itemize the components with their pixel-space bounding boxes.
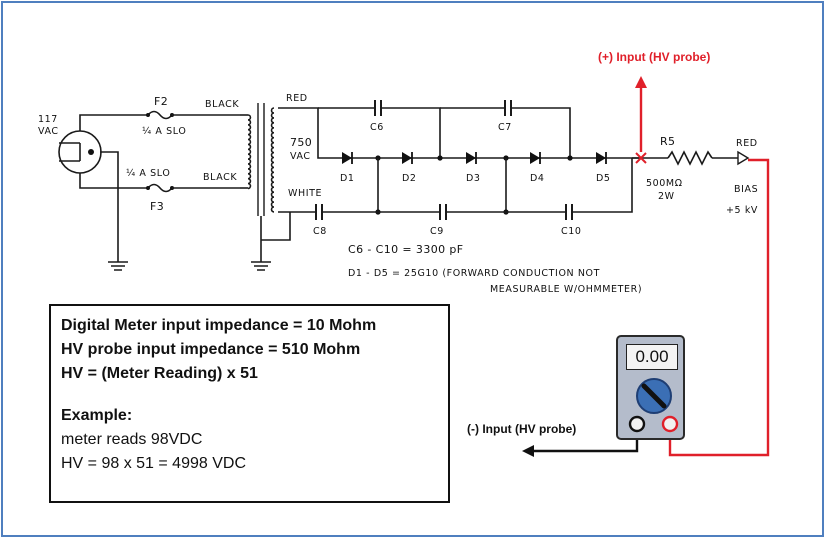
capacitor-c10 — [565, 204, 573, 220]
diode-d1 — [342, 152, 353, 164]
fuse-f2-name: F2 — [154, 95, 168, 108]
bias-output-terminal — [737, 150, 750, 166]
bias-label: BIAS — [734, 184, 758, 195]
fuse-f3-rating: ¼ A SLO — [126, 168, 170, 179]
source-label-vac: VAC — [38, 126, 59, 137]
output-wire-label: RED — [736, 138, 758, 149]
diode-d5-label: D5 — [596, 173, 611, 184]
capacitor-c8 — [315, 204, 323, 220]
fuse-f2 — [146, 110, 174, 120]
ac-plug-symbol — [58, 130, 102, 174]
diode-d2-label: D2 — [402, 173, 417, 184]
resistor-r5 — [667, 150, 713, 166]
secondary-bottom-wire-label: WHITE — [288, 188, 322, 199]
fuse-f2-rating: ¼ A SLO — [142, 126, 186, 137]
resistor-r5-value: 500MΩ — [646, 178, 683, 189]
capacitor-c7 — [504, 100, 512, 116]
ground-symbol-right — [251, 261, 271, 271]
ground-symbol-left — [108, 261, 128, 271]
capacitor-c9 — [439, 204, 447, 220]
resistor-r5-name: R5 — [660, 135, 675, 148]
meter-display: 0.00 — [626, 344, 678, 370]
primary-top-wire-label: BLACK — [205, 99, 239, 110]
meter-dial-pointer — [641, 383, 667, 409]
info-hv-formula: HV = (Meter Reading) x 51 — [61, 365, 258, 382]
secondary-voltage-vac: VAC — [290, 151, 311, 162]
transformer-symbol — [247, 103, 275, 216]
probe-tap-point — [635, 152, 647, 164]
meter-com-jack[interactable] — [628, 415, 646, 433]
diode-d2 — [402, 152, 413, 164]
info-example-result: HV = 98 x 51 = 4998 VDC — [61, 455, 246, 472]
probe-plus-label: (+) Input (HV probe) — [598, 50, 710, 64]
capacitor-c9-label: C9 — [430, 226, 444, 237]
info-example-reading: meter reads 98VDC — [61, 431, 203, 448]
secondary-top-wire-label: RED — [286, 93, 308, 104]
info-probe-impedance: HV probe input impedance = 510 Mohm — [61, 341, 361, 358]
fuse-f3-name: F3 — [150, 200, 164, 213]
probe-minus-label: (-) Input (HV probe) — [467, 422, 576, 436]
diode-d3 — [466, 152, 477, 164]
resistor-r5-power: 2W — [658, 191, 675, 202]
info-example-title: Example: — [61, 407, 133, 424]
capacitor-c6-label: C6 — [370, 122, 384, 133]
note-diode-line2: MEASURABLE W/OHMMETER) — [490, 284, 642, 295]
probe-minus-arrow — [522, 445, 534, 457]
source-label-117: 117 — [38, 114, 58, 125]
info-box: Digital Meter input impedance = 10 Mohm … — [49, 304, 450, 503]
diode-d5 — [596, 152, 607, 164]
probe-plus-arrow — [635, 76, 647, 88]
capacitor-c7-label: C7 — [498, 122, 512, 133]
capacitor-c8-label: C8 — [313, 226, 327, 237]
primary-bottom-wire-label: BLACK — [203, 172, 237, 183]
bias-voltage: +5 kV — [726, 205, 758, 216]
meter-v-jack[interactable] — [661, 415, 679, 433]
capacitor-c6 — [374, 100, 382, 116]
note-capacitor-values: C6 - C10 = 3300 pF — [348, 243, 464, 256]
diode-d4 — [530, 152, 541, 164]
diode-d1-label: D1 — [340, 173, 355, 184]
fuse-f3 — [146, 183, 174, 193]
diode-d4-label: D4 — [530, 173, 545, 184]
info-meter-impedance: Digital Meter input impedance = 10 Mohm — [61, 317, 377, 334]
capacitor-c10-label: C10 — [561, 226, 582, 237]
secondary-voltage-750: 750 — [290, 136, 312, 149]
diode-d3-label: D3 — [466, 173, 481, 184]
note-diode-line1: D1 - D5 = 25G10 (FORWARD CONDUCTION NOT — [348, 268, 600, 279]
